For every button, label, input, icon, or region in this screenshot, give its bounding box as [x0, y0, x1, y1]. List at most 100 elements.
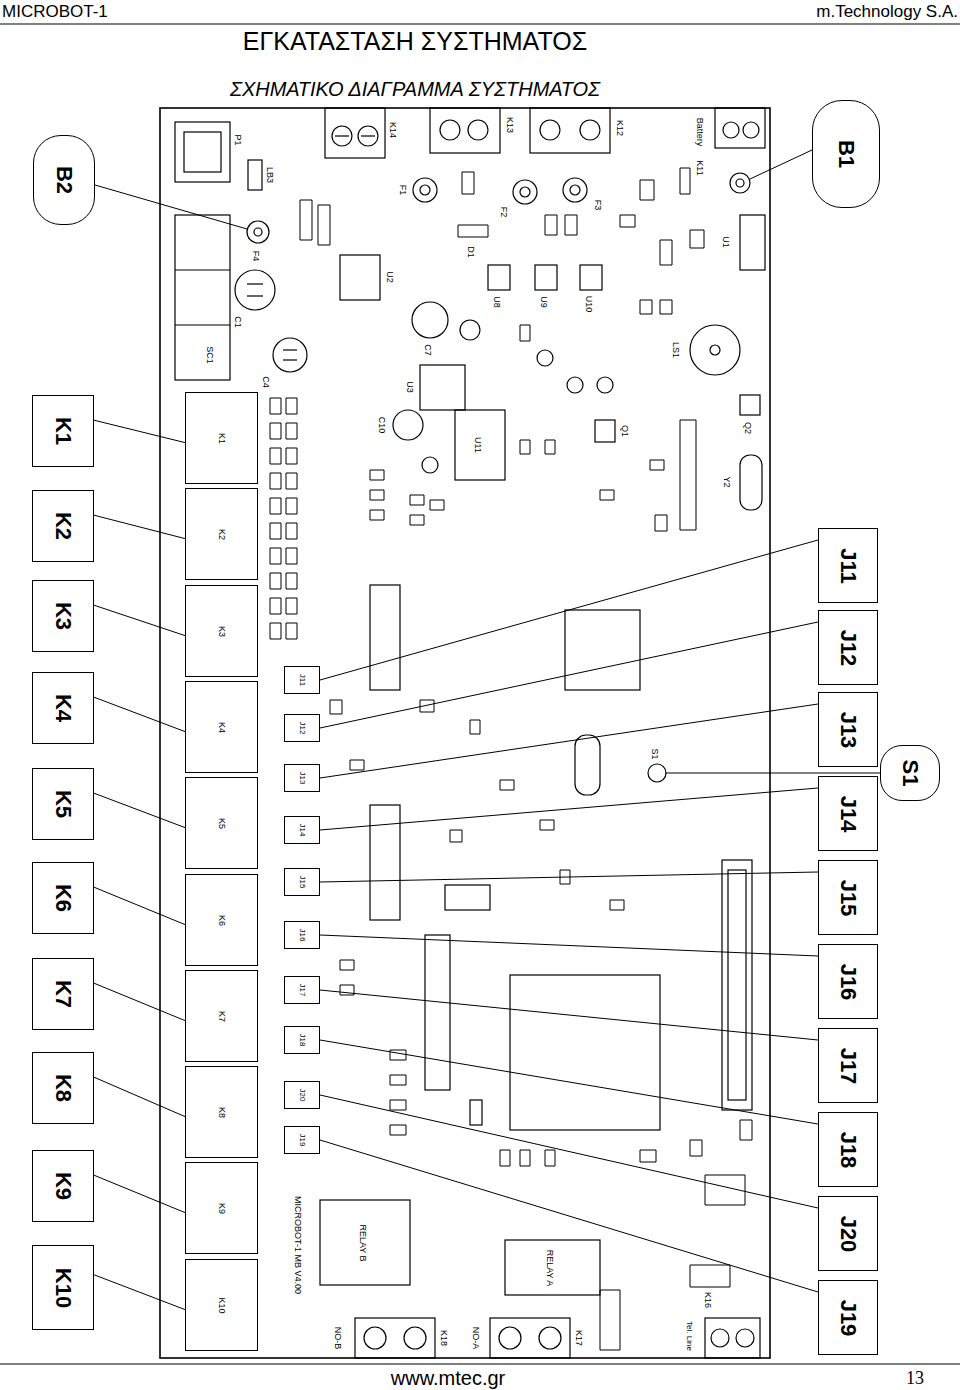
- silkscreen-label: K18: [439, 1330, 449, 1346]
- terminal-block-part: [440, 120, 460, 140]
- part-label: K8: [217, 1106, 226, 1117]
- pin-header: J12: [284, 714, 320, 742]
- subtitle-text: ΣΧΗΜΑΤΙΚΟ ΔΙΑΓΡΑΜΜΑ ΣΥΣΤΗΜΑΤΟΣ: [230, 78, 600, 100]
- leader-line: [320, 872, 818, 882]
- silkscreen-label: K16: [703, 1292, 713, 1308]
- switch-part: [648, 764, 666, 782]
- leader-line: [320, 1040, 818, 1124]
- connector-block: [175, 122, 262, 190]
- smd-part: [270, 168, 752, 1350]
- terminal-block-part: [711, 1329, 729, 1347]
- callout-label: J15: [837, 879, 859, 916]
- crystal-part: [740, 455, 762, 510]
- fuse-holder-part: [736, 179, 744, 187]
- part-label: J19: [298, 1134, 306, 1147]
- terminal-block-part: [175, 324, 230, 325]
- silkscreen-label-holder: C10: [376, 417, 392, 434]
- silkscreen-label: D1: [466, 246, 476, 258]
- page-title: ΕΓΚΑΤΑΣΤΑΣΗ ΣΥΣΤΗΜΑΤΟΣ: [243, 27, 587, 55]
- silkscreen-label-holder: F1: [397, 185, 413, 196]
- callout-label: J12: [837, 629, 859, 666]
- silkscreen-label-holder: Y2: [721, 476, 737, 487]
- callout-box: J12: [818, 610, 878, 685]
- chip-part: [565, 610, 640, 690]
- silkscreen-label-holder: K18: [438, 1330, 454, 1346]
- relay-body: K7: [185, 970, 258, 1062]
- silkscreen-label: Q2: [743, 422, 753, 434]
- fuse-holder-part: [570, 185, 580, 195]
- header-text: m.Technology S.A.: [816, 2, 958, 21]
- pin-header: J18: [284, 1026, 320, 1054]
- silkscreen-label: SC1: [205, 346, 215, 364]
- capacitor-part: [273, 338, 307, 372]
- leader-line: [94, 983, 185, 1020]
- leader-line: [94, 1175, 185, 1212]
- leader-line: [94, 605, 185, 635]
- callout-label: K2: [52, 512, 74, 540]
- silkscreen-label-holder: C7: [422, 344, 438, 356]
- callout-box: K2: [32, 490, 94, 562]
- pin-header: J20: [284, 1081, 320, 1109]
- silkscreen-label: S1: [650, 748, 660, 759]
- callout-label: J20: [837, 1215, 859, 1252]
- leader-line: [320, 1140, 818, 1292]
- part-label: K6: [217, 914, 226, 925]
- callout-label: K3: [52, 602, 74, 630]
- part-label: J14: [298, 824, 306, 837]
- silkscreen-label-holder: K12: [614, 120, 630, 136]
- callout-box: K4: [32, 672, 94, 744]
- capacitor-part: [422, 457, 438, 473]
- part-label: K4: [217, 721, 226, 732]
- callout-label: J11: [837, 548, 859, 584]
- page-title-holder: ΕΓΚΑΤΑΣΤΑΣΗ ΣΥΣΤΗΜΑΤΟΣ: [243, 29, 587, 54]
- silkscreen-label-holder: K14: [387, 122, 403, 138]
- callout-label: J19: [837, 1299, 859, 1336]
- callout-box: J16: [818, 944, 878, 1019]
- terminal-block-part: [358, 126, 378, 146]
- smd-part-part: [300, 168, 704, 341]
- fuse-holder-part: [730, 173, 750, 193]
- silkscreen-label-holder: Tel. Line: [684, 1321, 700, 1351]
- silkscreen-label-holder: U3: [404, 381, 420, 393]
- chip-part: [455, 410, 505, 480]
- silkscreen-label: K12: [615, 120, 625, 136]
- chip-part: [420, 365, 465, 410]
- part-label: K9: [217, 1202, 226, 1213]
- terminal-block-part: [468, 120, 488, 140]
- silkscreen-label: RELAY B: [358, 1224, 368, 1261]
- silkscreen-label-holder: P1: [232, 134, 248, 145]
- callout-box: J13: [818, 692, 878, 767]
- connector-block-part: [184, 132, 221, 172]
- silkscreen-label-holder: RELAY B: [357, 1224, 373, 1261]
- terminal-block-part: [499, 1327, 521, 1349]
- leader-line: [94, 515, 185, 538]
- silkscreen-label: F2: [499, 207, 509, 218]
- terminal-block-part: [715, 108, 765, 148]
- silkscreen-label: Q1: [620, 425, 630, 437]
- callout-label: J14: [837, 795, 859, 832]
- terminal-block-part: [355, 1318, 435, 1358]
- callout-box: B1: [812, 100, 880, 208]
- silkscreen-label: C4: [261, 376, 271, 388]
- callout-label: K9: [52, 1172, 74, 1200]
- chip-part: [370, 805, 400, 920]
- relay-outline-part: [320, 1200, 410, 1285]
- chip-part: [595, 420, 615, 442]
- chip-part: [425, 935, 450, 1090]
- callout-label: J17: [837, 1047, 859, 1084]
- silkscreen-label: U10: [584, 296, 594, 313]
- part-label: K2: [217, 528, 226, 539]
- part-label: J17: [298, 984, 306, 997]
- silkscreen-label: NO-B: [333, 1327, 343, 1350]
- silkscreen-label-holder: U1: [720, 236, 736, 248]
- silkscreen-label-holder: F2: [498, 207, 514, 218]
- relay-body: K4: [185, 681, 258, 773]
- capacitor-part: [412, 302, 448, 338]
- leader-line-part: [750, 150, 812, 179]
- silkscreen-label: RELAY A: [545, 1250, 555, 1287]
- callout-box: J20: [818, 1196, 878, 1271]
- silkscreen-label-holder: U8: [491, 296, 507, 308]
- callout-label: K4: [52, 694, 74, 722]
